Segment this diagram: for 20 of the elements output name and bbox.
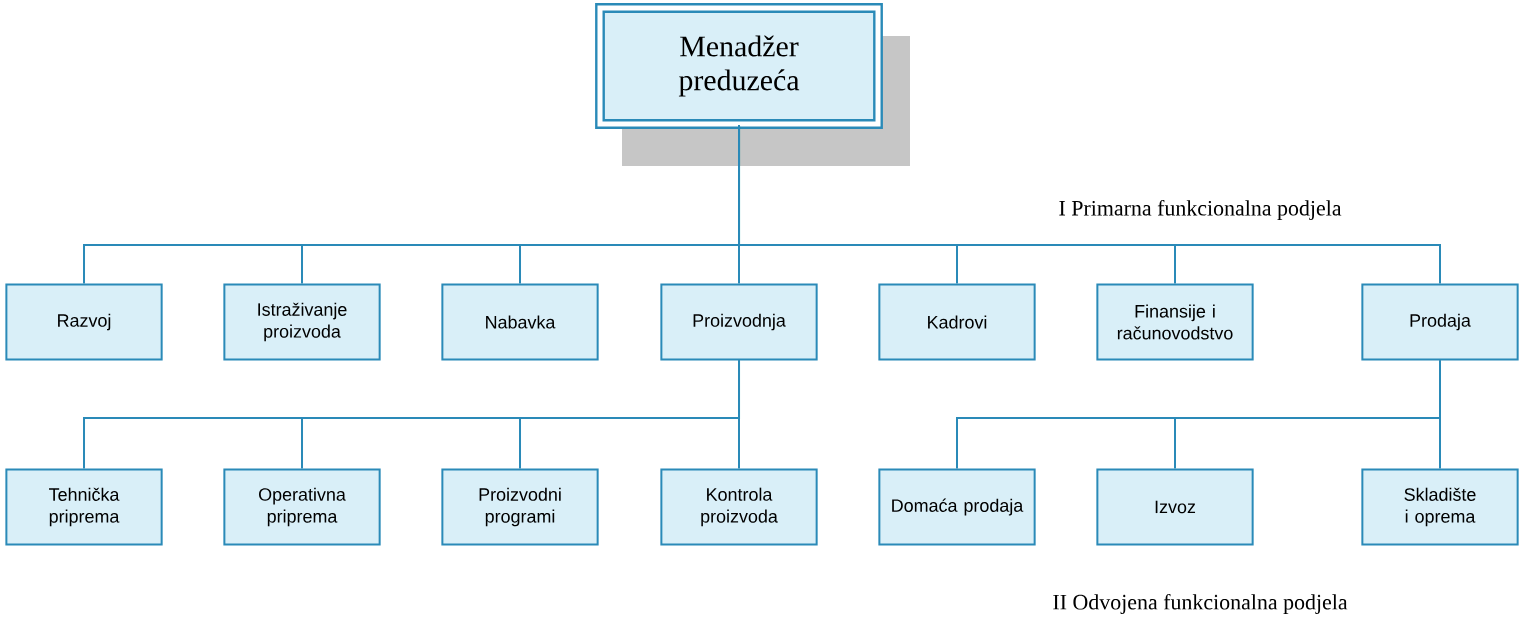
connector-line xyxy=(738,359,740,470)
connector-line xyxy=(738,124,1441,285)
level-label: II Odvojena funkcionalna podjela xyxy=(1053,593,1348,615)
manager-box: Menadžer preduzeća xyxy=(595,3,883,129)
department-box: Finansije i računovodstvo xyxy=(1096,283,1254,361)
department-box: Kadrovi xyxy=(878,283,1036,361)
department-box: Operativna priprema xyxy=(223,468,381,546)
department-box: Izvoz xyxy=(1096,468,1254,546)
department-box: Nabavka xyxy=(441,283,599,361)
department-box: Domaća prodaja xyxy=(878,468,1036,546)
department-box: Tehnička priprema xyxy=(5,468,163,546)
department-box: Prodaja xyxy=(1361,283,1519,361)
department-box: Proizvodnja xyxy=(660,283,818,361)
level-label: I Primarna funkcionalna podjela xyxy=(1059,199,1342,221)
department-box: Istraživanje proizvoda xyxy=(223,283,381,361)
connector-line xyxy=(1439,359,1441,470)
department-box: Skladište i oprema xyxy=(1361,468,1519,546)
department-box: Razvoj xyxy=(5,283,163,361)
department-box: Proizvodni programi xyxy=(441,468,599,546)
department-box: Kontrola proizvoda xyxy=(660,468,818,546)
